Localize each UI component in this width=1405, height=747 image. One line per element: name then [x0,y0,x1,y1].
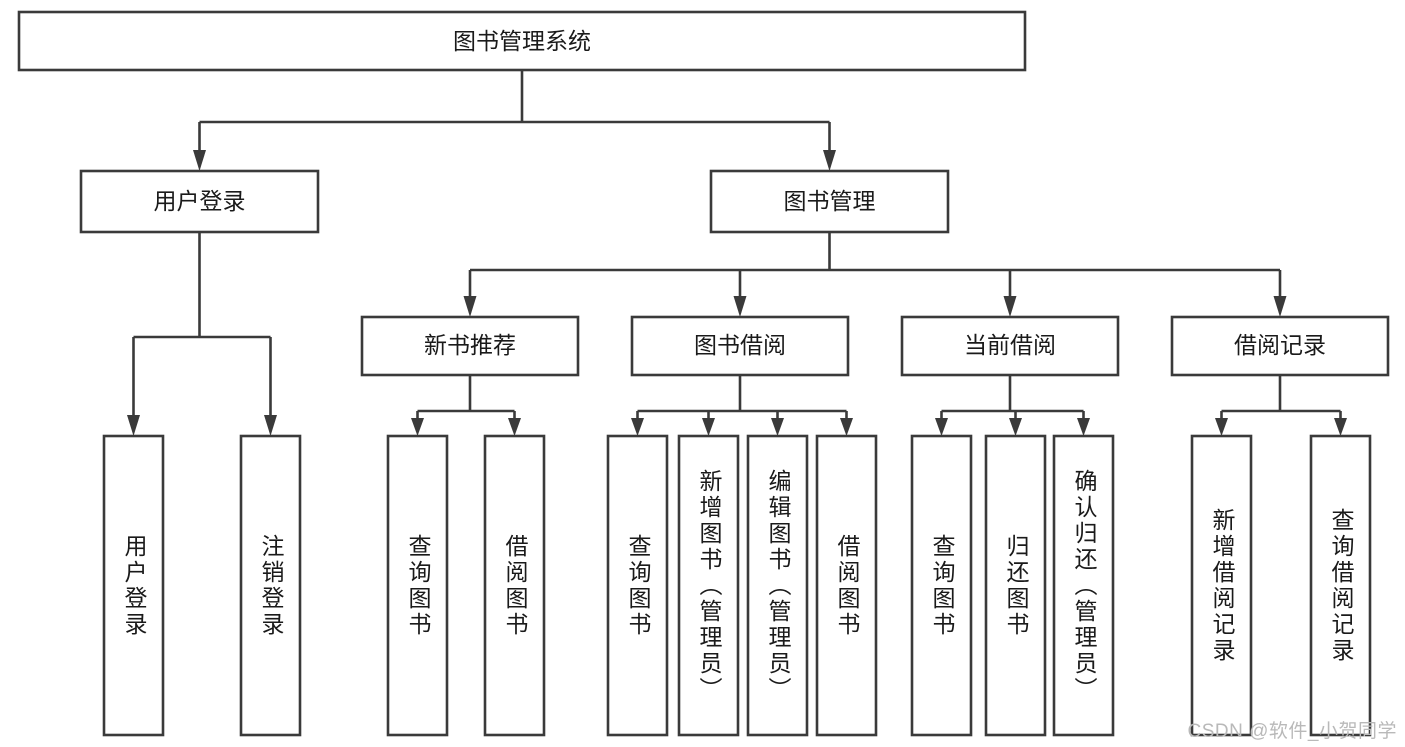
node-new-book-recommend[interactable]: 新书推荐 [360,315,580,377]
leaf-box-return-book[interactable] [984,434,1047,737]
connector-new-book-recommend-to-leaves [411,375,521,436]
leaf-box-logout-login[interactable] [239,434,302,737]
node-book-borrow-label: 图书借阅 [694,332,786,358]
leaf-box-edit-book-admin[interactable] [746,434,809,737]
node-borrow-record[interactable]: 借阅记录 [1170,315,1390,377]
node-book-manage-label: 图书管理 [784,188,876,214]
connector-borrow-record-to-leaves [1215,375,1347,436]
node-current-borrow[interactable]: 当前借阅 [900,315,1120,377]
leaf-box-query-book-2[interactable] [606,434,669,737]
leaf-box-borrow-book-1[interactable] [483,434,546,737]
leaf-box-add-book-admin[interactable] [677,434,740,737]
node-borrow-record-label: 借阅记录 [1234,332,1326,358]
leaf-box-query-borrow-record[interactable] [1309,434,1372,737]
connector-user-login-to-leaves [127,232,277,436]
watermark-text: CSDN @软件_小贺同学 [1187,721,1397,742]
node-new-book-recommend-label: 新书推荐 [424,332,516,358]
node-book-manage[interactable]: 图书管理 [709,169,950,234]
connector-book-borrow-to-leaves [631,375,853,436]
leaf-box-borrow-book-2[interactable] [815,434,878,737]
node-book-borrow[interactable]: 图书借阅 [630,315,850,377]
leaf-box-add-borrow-record[interactable] [1190,434,1253,737]
node-root-label: 图书管理系统 [453,28,591,54]
leaf-boxes [102,434,1372,737]
connector-root-to-level2 [193,70,836,171]
leaf-box-confirm-return-admin[interactable] [1052,434,1115,737]
node-user-login-label: 用户登录 [154,188,246,214]
node-user-login[interactable]: 用户登录 [79,169,320,234]
node-root[interactable]: 图书管理系统 [17,10,1027,72]
connector-book-manage-to-level3 [463,232,1287,317]
leaf-box-query-book-1[interactable] [386,434,449,737]
leaf-box-user-login[interactable] [102,434,165,737]
leaf-box-query-book-3[interactable] [910,434,973,737]
node-current-borrow-label: 当前借阅 [964,332,1056,358]
connector-current-borrow-to-leaves [935,375,1090,436]
